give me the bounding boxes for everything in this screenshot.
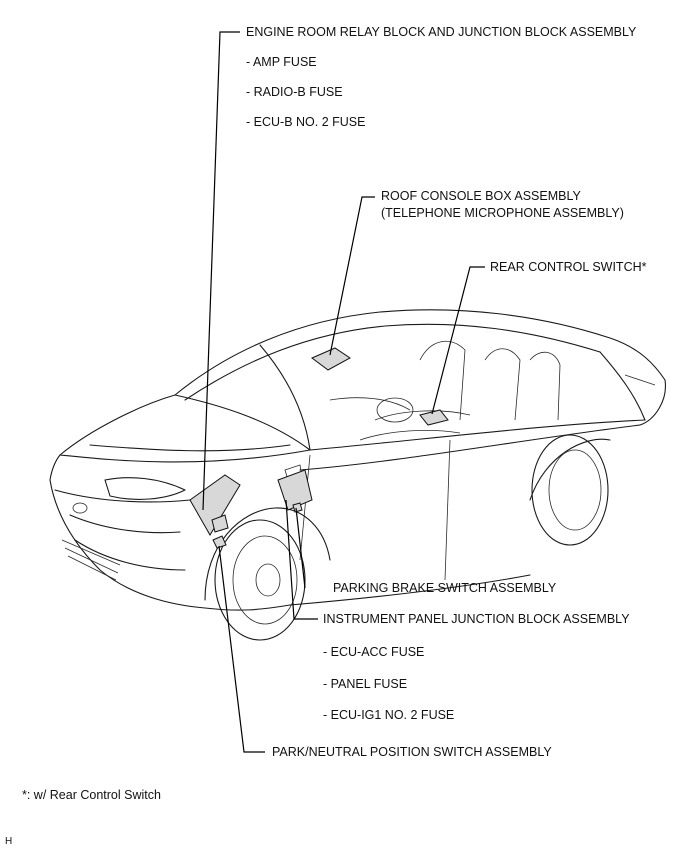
engine-room-relay-block-label: ENGINE ROOM RELAY BLOCK AND JUNCTION BLO… (246, 25, 637, 39)
parking-brake-switch-label: PARKING BRAKE SWITCH ASSEMBLY (333, 581, 557, 595)
telephone-microphone-label: (TELEPHONE MICROPHONE ASSEMBLY) (381, 206, 624, 220)
instrument-panel-junction-label: INSTRUMENT PANEL JUNCTION BLOCK ASSEMBLY (323, 612, 630, 626)
radio-b-fuse-label: - RADIO-B FUSE (246, 85, 343, 99)
ecu-acc-fuse-label: - ECU-ACC FUSE (323, 645, 425, 659)
ecu-ig1-no2-fuse-label: - ECU-IG1 NO. 2 FUSE (323, 708, 455, 722)
ecu-b-no2-fuse-label: - ECU-B NO. 2 FUSE (246, 115, 366, 129)
car-body (49, 309, 666, 641)
leader-park-neutral (218, 545, 265, 753)
park-neutral-switch-label: PARK/NEUTRAL POSITION SWITCH ASSEMBLY (272, 745, 552, 759)
roof-console-component (311, 347, 351, 371)
leader-instrument-panel (285, 499, 318, 620)
footnote: *: w/ Rear Control Switch (22, 788, 161, 802)
panel-fuse-label: - PANEL FUSE (323, 677, 408, 691)
roof-console-label: ROOF CONSOLE BOX ASSEMBLY (381, 189, 581, 203)
engine-relay-block-component (189, 474, 241, 536)
corner-mark: H (5, 836, 13, 847)
park-neutral-switch-component (212, 535, 227, 549)
amp-fuse-label: - AMP FUSE (246, 55, 317, 69)
parking-brake-switch-component (292, 502, 303, 513)
rear-control-switch-component (419, 409, 449, 426)
leader-engine-room (202, 31, 240, 511)
rear-control-switch-label: REAR CONTROL SWITCH* (490, 260, 647, 274)
leader-roof-console (329, 196, 375, 356)
leader-parking-brake (295, 507, 306, 589)
leader-rear-control (431, 266, 485, 415)
